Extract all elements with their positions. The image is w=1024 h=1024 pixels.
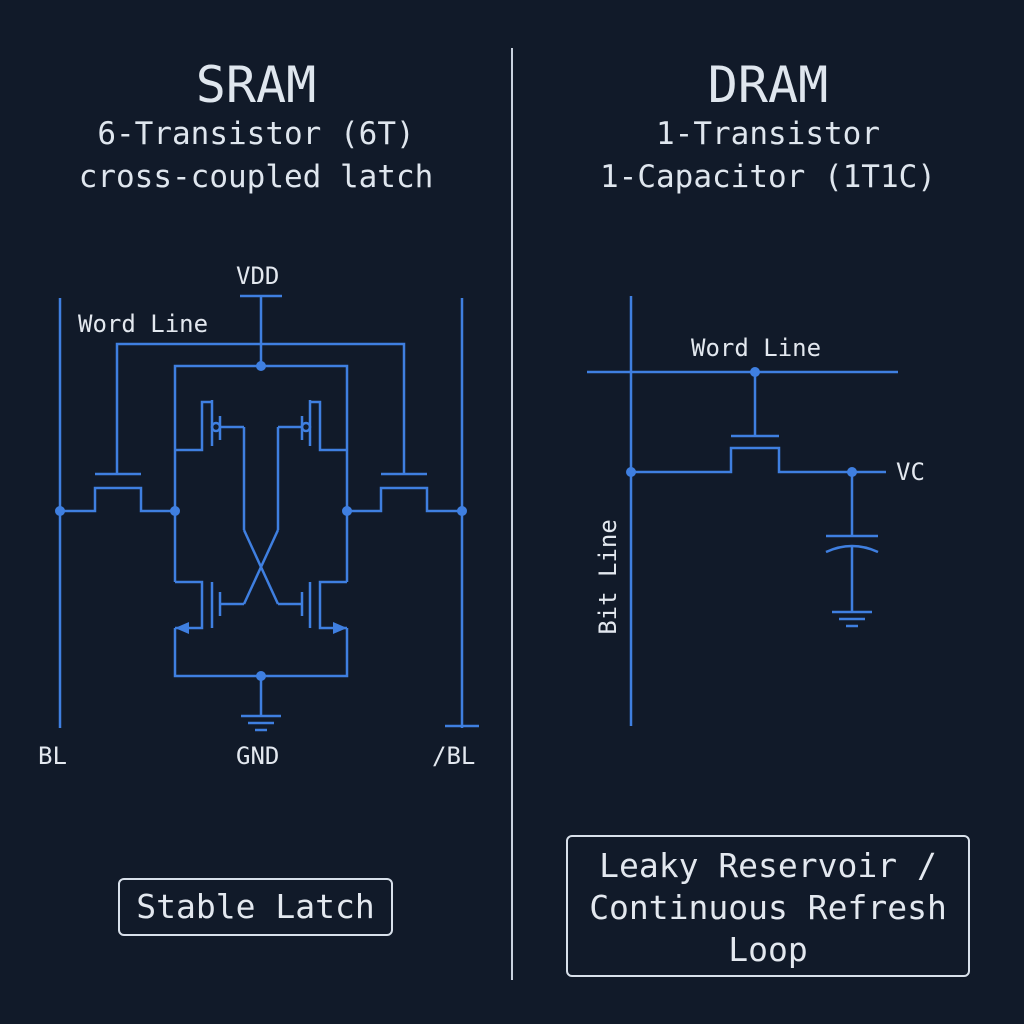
dram-subtitle-1: 1-Transistor (656, 116, 880, 152)
dram-subtitle-2: 1-Capacitor (1T1C) (600, 159, 936, 195)
bl-junction (55, 506, 65, 516)
left-nmos-arrow (175, 622, 189, 634)
left-nmos-channel (175, 580, 204, 630)
dram-caption-line-1: Leaky Reservoir / (599, 846, 937, 885)
vdd-junction (256, 361, 266, 371)
gnd-junction (256, 671, 266, 681)
dram-title: DRAM (707, 56, 829, 114)
bit-line-label: Bit Line (594, 519, 622, 635)
sram-word-line (115, 342, 406, 474)
bit-line-junction (626, 467, 636, 477)
left-pmos-bubble (210, 421, 222, 433)
right-pmos-channel (310, 400, 347, 452)
left-pmos-channel (175, 400, 212, 452)
gnd-label: GND (236, 742, 280, 770)
sram-title: SRAM (195, 56, 317, 114)
dram-access-transistor (631, 446, 886, 474)
left-access-transistor (60, 486, 175, 513)
word-line-junction (750, 367, 760, 377)
cross-couple-b (242, 529, 280, 605)
right-nmos-channel (318, 580, 347, 630)
dram-word-line-label: Word Line (691, 334, 822, 362)
vdd-label: VDD (236, 262, 280, 290)
dram-caption-line-3: Loop (728, 930, 808, 969)
vc-label: VC (896, 458, 925, 486)
right-access-transistor (347, 486, 462, 513)
bl-label: BL (38, 742, 67, 770)
dram-caption-line-2: Continuous Refresh (589, 888, 947, 927)
right-nmos-arrow (333, 622, 347, 634)
sram-6t-schematic (55, 294, 479, 732)
gnd-rail (173, 628, 349, 678)
qbar-junction (342, 506, 352, 516)
dram-1t1c-schematic (587, 296, 898, 726)
sram-caption: Stable Latch (136, 887, 375, 926)
sram-subtitle-2: cross-coupled latch (78, 159, 434, 195)
sram-word-line-label: Word Line (78, 310, 209, 338)
storage-node-junction (847, 467, 857, 477)
sram-subtitle-1: 6-Transistor (6T) (97, 116, 415, 152)
right-pmos-bubble (300, 421, 312, 433)
sram-caption-box: Stable Latch (118, 878, 393, 936)
bl-bar-label: /BL (432, 742, 476, 770)
q-junction (170, 506, 180, 516)
bl-bar-junction (457, 506, 467, 516)
dram-caption-box: Leaky Reservoir / Continuous Refresh Loo… (566, 835, 970, 977)
